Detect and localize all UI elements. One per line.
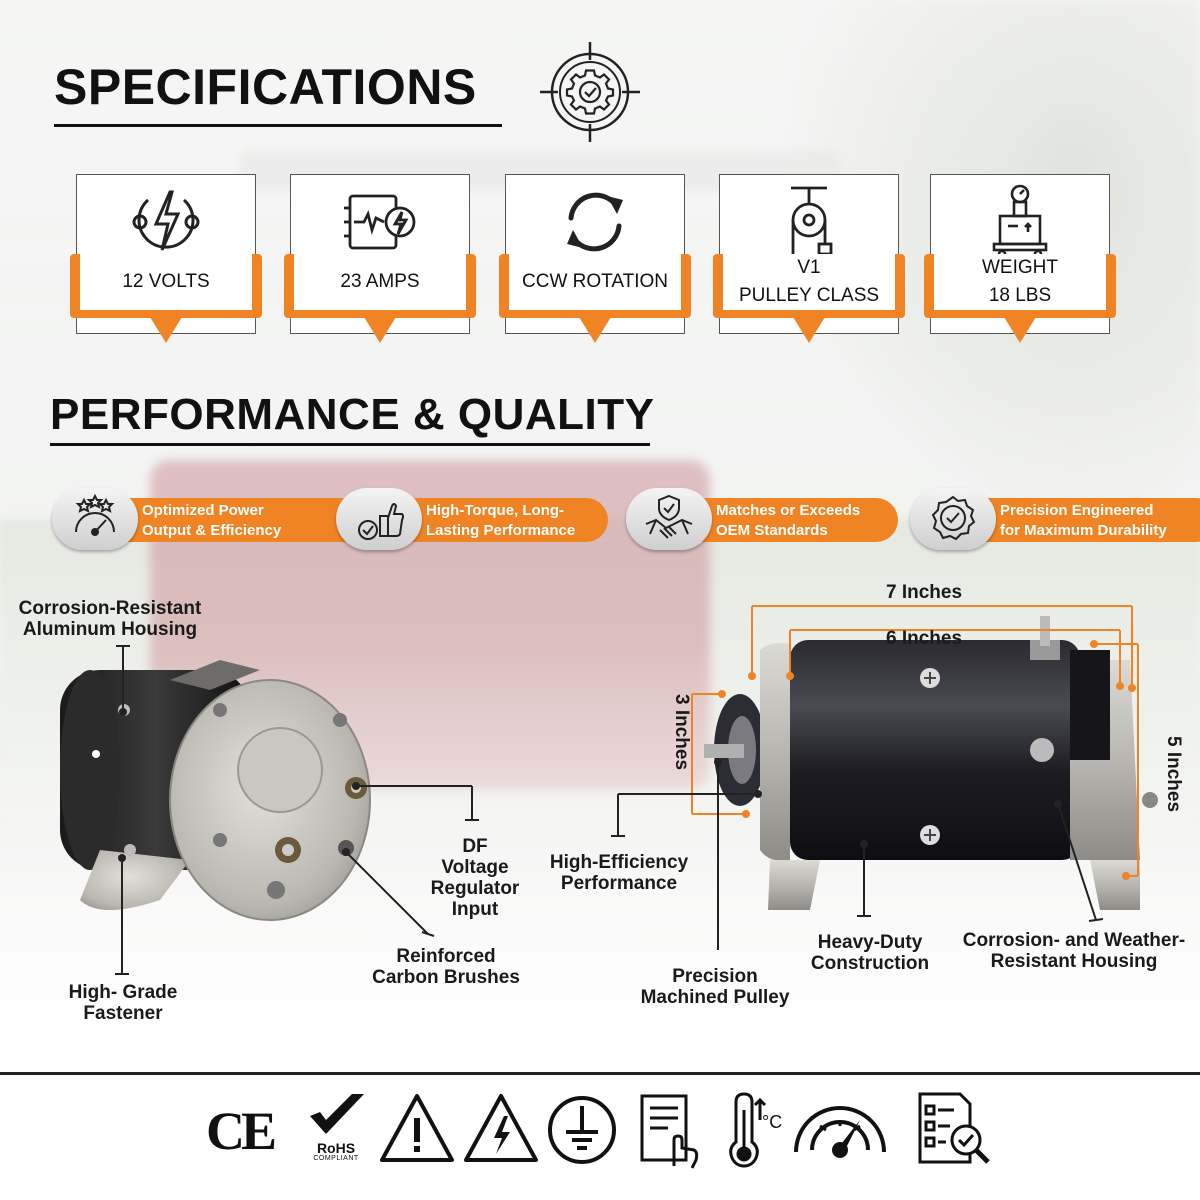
thumbs-up-icon — [358, 503, 404, 540]
callout-df-input: DF Voltage Regulator Input — [420, 836, 530, 920]
manual-icon — [640, 1094, 699, 1169]
right-callout-lines — [611, 605, 1139, 950]
left-callout-lines — [115, 645, 479, 975]
specifications-heading: SPECIFICATIONS — [54, 59, 477, 115]
callout-text: Corrosion-Resistant — [18, 598, 202, 619]
callout-text: Resistant Housing — [990, 951, 1158, 972]
spec-label-rotation: CCW ROTATION — [522, 271, 668, 292]
callout-text: Carbon Brushes — [372, 967, 520, 988]
dimension-pulley-diameter: 3 Inches — [671, 694, 692, 771]
handshake-icon — [645, 494, 693, 539]
dimension-body-diameter: 5 Inches — [1163, 736, 1184, 813]
spec-label-pulley-class-sub: PULLEY CLASS — [738, 285, 880, 306]
callout-text: Regulator — [430, 878, 520, 899]
quality-text: Matches or Exceeds — [716, 502, 861, 519]
spec-card-amps: 23 AMPS — [284, 174, 476, 369]
callout-text: DF — [462, 836, 488, 857]
callout-text: Machined Pulley — [640, 987, 790, 1008]
gauge-icon — [75, 494, 115, 536]
rohs-subtext: COMPLIANT — [313, 1155, 359, 1162]
callout-text: Heavy-Duty — [817, 932, 923, 953]
spec-card-rotation: CCW ROTATION — [499, 174, 691, 369]
callout-text: Precision — [672, 966, 758, 987]
quality-text: for Maximum Durability — [1000, 522, 1167, 539]
dimension-length-body: 6 Inches — [886, 628, 963, 649]
temperature-unit: °C — [762, 1112, 783, 1132]
heading-underline — [50, 443, 650, 446]
power-icon — [132, 190, 200, 251]
high-voltage-icon — [464, 1094, 538, 1162]
quality-badge-icon — [931, 495, 976, 541]
spec-card-pulley: V1 PULLEY CLASS — [713, 174, 905, 369]
quality-text: Lasting Performance — [426, 522, 576, 539]
callout-aluminum-housing: Corrosion-Resistant Aluminum Housing — [10, 598, 210, 640]
speedometer-icon — [794, 1106, 886, 1158]
callout-text: Corrosion- and Weather- — [962, 930, 1186, 951]
quality-text: Precision Engineered — [1000, 502, 1154, 519]
callout-pulley: Precision Machined Pulley — [630, 966, 800, 1008]
quality-text: Optimized Power — [142, 502, 264, 519]
callout-text: Aluminum Housing — [22, 619, 198, 640]
temperature-icon: °C — [720, 1090, 786, 1170]
warning-icon — [380, 1094, 454, 1162]
gear-check-icon — [540, 42, 640, 142]
quality-text: OEM Standards — [716, 522, 828, 539]
callout-carbon-brushes: Reinforced Carbon Brushes — [360, 946, 532, 988]
callout-text: Fastener — [83, 1003, 163, 1024]
rohs-text: RoHS — [316, 1140, 356, 1156]
inspection-icon — [918, 1092, 990, 1164]
pulley-icon — [791, 186, 833, 256]
callout-weather-resistant: Corrosion- and Weather- Resistant Housin… — [950, 930, 1198, 972]
callout-heavy-duty: Heavy-Duty Construction — [800, 932, 940, 974]
circuit-icon — [344, 194, 416, 250]
spec-label-voltage: 12 VOLTS — [122, 271, 210, 292]
spec-label-amps: 23 AMPS — [340, 271, 420, 292]
spec-label-weight: WEIGHT — [982, 257, 1058, 278]
quality-text: Output & Efficiency — [142, 522, 282, 539]
callout-text: Construction — [810, 953, 930, 974]
rohs-icon: RoHS COMPLIANT — [304, 1090, 368, 1170]
generator-side-view-image — [704, 616, 1158, 910]
ground-icon — [548, 1096, 616, 1164]
callout-high-efficiency: High-Efficiency Performance — [540, 852, 698, 894]
spec-card-voltage: 12 VOLTS — [70, 174, 262, 369]
spec-label-weight-value: 18 LBS — [988, 285, 1052, 306]
certification-divider — [0, 1072, 1200, 1075]
spec-card-weight: WEIGHT 18 LBS — [924, 174, 1116, 369]
callout-text: High- Grade — [68, 982, 178, 1003]
callout-text: Reinforced — [396, 946, 496, 967]
callout-text: High-Efficiency — [549, 852, 689, 873]
heading-underline — [54, 124, 502, 127]
generator-rear-view-image — [60, 660, 371, 921]
callout-text: Performance — [560, 873, 678, 894]
callout-text: Input — [451, 899, 499, 920]
callout-fastener: High- Grade Fastener — [50, 982, 196, 1024]
performance-heading: PERFORMANCE & QUALITY — [50, 390, 655, 439]
quality-text: High-Torque, Long- — [426, 502, 565, 519]
spec-label-pulley-class: V1 — [797, 257, 821, 278]
ce-mark-icon: CE — [206, 1101, 277, 1161]
callout-text: Voltage — [441, 857, 509, 878]
dimension-length-total: 7 Inches — [886, 582, 963, 603]
scale-icon — [992, 184, 1048, 259]
rotation-icon — [567, 192, 623, 252]
